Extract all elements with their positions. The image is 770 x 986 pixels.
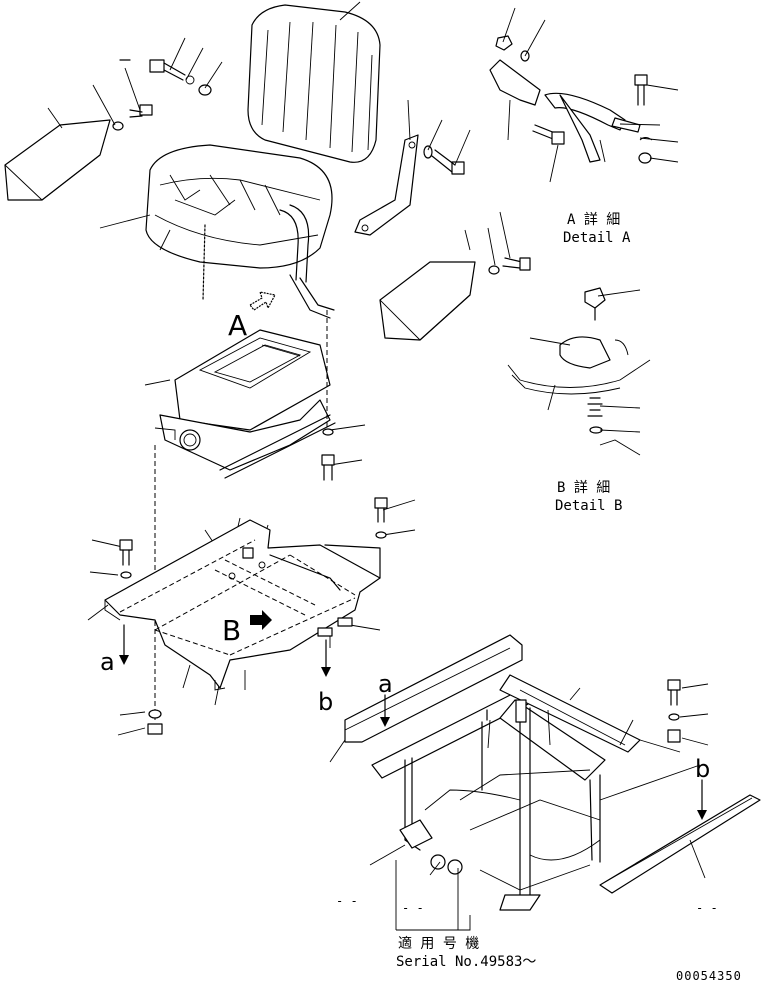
side-bracket xyxy=(354,134,419,236)
grab-handle xyxy=(279,204,335,319)
frame-hardware xyxy=(667,679,709,746)
plate-hardware xyxy=(119,497,388,735)
view-b-arrow-icon xyxy=(250,610,272,630)
detail-a-title-jp: A 詳 細 xyxy=(567,212,620,228)
frame-leaders xyxy=(329,687,706,931)
seat-backrest xyxy=(247,4,381,163)
seat-suspension xyxy=(154,310,336,720)
detail-a-drawing xyxy=(489,7,679,183)
blank-mark-middle: - - xyxy=(402,901,424,915)
blank-mark-right: - - xyxy=(696,901,718,915)
drawing-number: 00054350 xyxy=(676,969,742,983)
arrow-b-right-label: b xyxy=(695,755,710,783)
seat-frame-stand xyxy=(344,634,701,911)
arrow-a-left-label: a xyxy=(100,648,115,676)
detail-b-title-en: Detail B xyxy=(555,498,622,514)
detail-a-title-en: Detail A xyxy=(563,230,631,246)
armrest-pad-left xyxy=(4,119,111,201)
mount-bolt-right xyxy=(321,428,335,481)
detail-b-drawing xyxy=(507,287,651,456)
serial-label-jp: 適 用 号 機 xyxy=(398,935,479,952)
arrow-a-frame-label: a xyxy=(378,670,393,698)
view-a-label: A xyxy=(228,309,247,342)
blank-mark-left: - - xyxy=(336,894,358,908)
seat-mount-plate xyxy=(104,519,381,691)
armrest-pad-right xyxy=(379,261,476,341)
seat-cushion xyxy=(145,144,333,301)
hardware-set-top xyxy=(112,59,531,275)
serial-label-en: Serial No.49583～ xyxy=(396,954,536,970)
arrow-b-left-label: b xyxy=(318,688,333,716)
view-b-label: B xyxy=(222,614,241,647)
seat-rail xyxy=(599,794,761,894)
view-a-arrow-icon xyxy=(249,291,276,311)
detail-b-title-jp: B 詳 細 xyxy=(557,480,610,496)
